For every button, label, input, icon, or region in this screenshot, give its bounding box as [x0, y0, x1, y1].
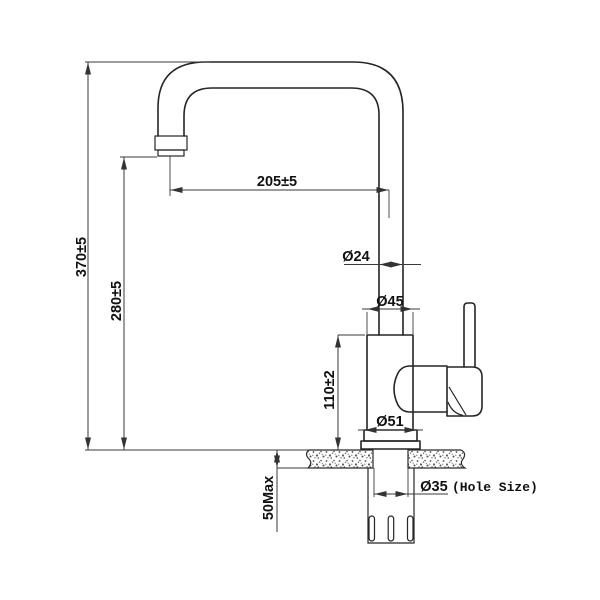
handle-housing-diagonal [448, 386, 467, 416]
faucet-outline [154, 61, 483, 544]
base-plate [360, 440, 421, 450]
handle-housing-arc [447, 401, 464, 417]
spout-outer-path [157, 61, 404, 336]
mounting-nut [367, 468, 415, 544]
spout-inner-path [183, 87, 380, 336]
nut-slot-center [387, 515, 395, 542]
base-flange [363, 429, 418, 442]
label-body-height: 110±2 [322, 370, 338, 409]
handle-housing [446, 366, 483, 417]
nozzle [154, 135, 188, 151]
dimension-lines [85, 61, 448, 532]
countertop-right-slab [407, 449, 467, 469]
countertop [85, 449, 467, 497]
label-counter-thickness: 50Max [261, 476, 277, 520]
cartridge-barrel [393, 365, 448, 413]
label-spout-height: 280±5 [109, 281, 125, 321]
label-body-diameter: Ø45 [376, 294, 403, 310]
nut-slot-right [406, 515, 414, 542]
label-spout-reach: 205±5 [257, 174, 297, 190]
dimension-labels: 370±5 280±5 205±5 Ø24 Ø45 110±2 Ø51 50Ma… [74, 174, 538, 520]
countertop-left-slab [305, 449, 374, 469]
label-tube-diameter: Ø24 [342, 249, 369, 265]
label-base-diameter: Ø51 [376, 414, 403, 430]
label-total-height: 370±5 [74, 237, 90, 277]
nozzle-tip [157, 149, 185, 157]
handle-lever [463, 302, 476, 368]
nut-slot-left [368, 515, 376, 542]
body-cylinder [366, 334, 414, 431]
label-hole-diameter: Ø35 [420, 479, 447, 495]
label-hole-note: (Hole Size) [452, 480, 538, 495]
